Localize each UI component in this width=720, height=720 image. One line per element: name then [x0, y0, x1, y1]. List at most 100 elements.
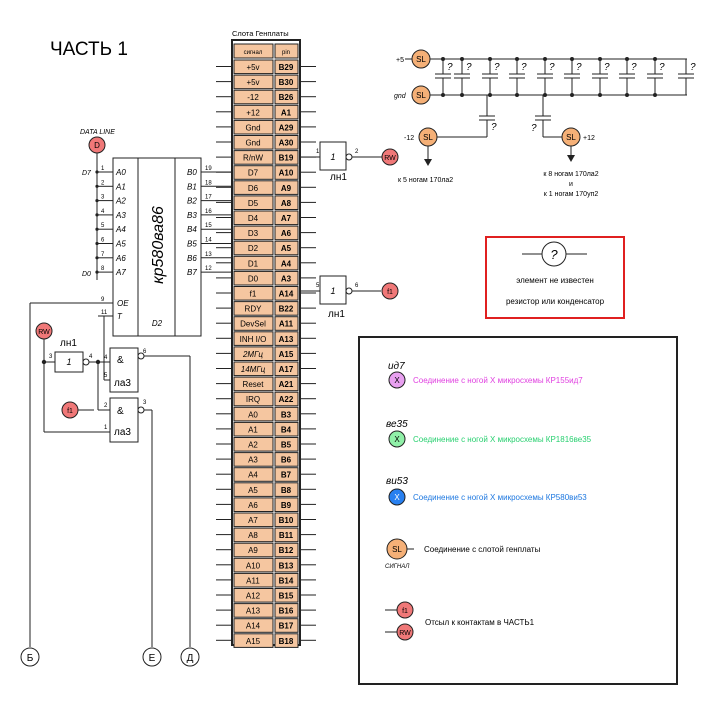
chip-left-pin-num: 4 — [101, 209, 105, 215]
slot-signal: IRQ — [246, 395, 260, 404]
slot-pin: A11 — [279, 320, 294, 329]
chip-right-pin-label: B5 — [187, 240, 197, 249]
note-minus12: к 5 ногам 170ла2 — [398, 177, 453, 184]
legend-vi53-text: Соединение с ногой X микросхемы КР580ви5… — [413, 493, 587, 502]
slot-signal: -12 — [247, 93, 259, 102]
legend-sl-text: Соединение с слотой генплаты — [424, 545, 541, 554]
slot-pin: B22 — [279, 305, 294, 314]
chip-left-pin-num: 7 — [101, 252, 105, 258]
chip-ctl-pin-num: 11 — [101, 310, 108, 316]
slot-signal: Gnd — [245, 139, 260, 148]
capacitor: ? — [509, 57, 527, 97]
slot-signal: D3 — [248, 229, 259, 238]
legend-ref-text: Отсыл к контактам в ЧАСТЬ1 — [425, 618, 535, 627]
slot-pin: B15 — [279, 592, 294, 601]
slot-row: A12 B15 — [216, 588, 316, 603]
unknown-element-icon — [541, 241, 567, 267]
legend-sl-sub: СИГНАЛ — [385, 564, 410, 570]
slot-pin: A30 — [279, 139, 294, 148]
slot-pin: B19 — [279, 154, 294, 163]
offpage-e — [142, 647, 162, 667]
chip-right-pin-num: 17 — [205, 195, 212, 201]
slot-signal: f1 — [250, 290, 257, 299]
slot-pin: A9 — [281, 184, 292, 193]
chip-right-pin-num: 18 — [205, 180, 212, 186]
slot-row: 14МГц A17 — [216, 361, 316, 377]
slot-signal: INH I/O — [240, 335, 267, 344]
data-line-d-text: D — [94, 141, 100, 150]
capacitor: ? — [678, 59, 696, 95]
f1-out-circle — [381, 282, 399, 300]
slot-signal: A12 — [246, 592, 261, 601]
sl-plus5-label: SL — [416, 55, 426, 64]
chip-right-pin-num: 15 — [205, 223, 212, 229]
note-plus12-line3: к 1 ногам 170уп2 — [544, 191, 599, 198]
slot-signal: RDY — [245, 305, 263, 314]
slot-pin: B4 — [281, 425, 292, 434]
chip-left-pin-label: A5 — [115, 240, 126, 249]
and1-pin-a: 4 — [104, 355, 108, 361]
cap-q: ? — [447, 62, 453, 73]
slot-pin: B10 — [279, 516, 294, 525]
legend-ref-rw-label: RW — [399, 630, 411, 637]
slot-pin: A8 — [281, 199, 292, 208]
capacitor: ? — [435, 57, 453, 97]
note-plus12-line2: и — [569, 181, 573, 188]
slot-col-pin: pin — [282, 50, 290, 56]
and1-pin-out: 6 — [143, 349, 147, 355]
unknown-line2: резистор или конденсатор — [506, 297, 605, 306]
chip-right-pin-num: 13 — [205, 252, 212, 258]
label-plus12: +12 — [583, 135, 595, 142]
slot-signal: A7 — [248, 516, 258, 525]
unknown-element-box: ? элемент не известен резистор или конде… — [485, 236, 625, 319]
slot-pin: B17 — [279, 622, 294, 631]
slot-signal: D4 — [248, 214, 259, 223]
chip-right-pin-num: 12 — [205, 266, 212, 272]
slot-row: Gnd A30 — [216, 135, 316, 150]
slot-signal: 14МГц — [241, 365, 266, 374]
slot-pin: B18 — [279, 637, 294, 646]
slot-pin: A17 — [279, 365, 294, 374]
legend-ref-rw-circle — [396, 623, 414, 641]
slot-pin: A3 — [281, 274, 292, 283]
logic-gates: 1 1 2 лн1 RW 1 5 6 лн1 f1 RW 3 1 лн1 4 — [29, 141, 399, 647]
slot-pin: A21 — [279, 380, 294, 389]
power-section: +5 SL gnd SL ?????????? SL -12 ? к 5 ног… — [394, 49, 696, 198]
chip-ref: D2 — [152, 319, 163, 328]
chip-left-pin-label: A1 — [115, 182, 126, 191]
legend-box: ид7 X Соединение с ногой X микросхемы КР… — [358, 336, 678, 685]
rw-out-circle — [381, 148, 399, 166]
legend-id7-text: Соединение с ногой X микросхемы КР155ид7 — [413, 376, 583, 385]
slot-row: Reset A21 — [216, 376, 316, 392]
cap-q: ? — [659, 62, 665, 73]
chip-right-pin-label: B2 — [187, 197, 197, 206]
and2-sym: & — [117, 406, 124, 417]
slot-pin: B14 — [279, 576, 294, 585]
slot-row: A7 B10 — [216, 512, 316, 528]
rw-in-label: RW — [38, 329, 50, 336]
slot-pin: A15 — [279, 350, 294, 359]
slot-signal: D2 — [248, 244, 259, 253]
chip-right-pin-label: B0 — [187, 168, 197, 177]
slot-signal: D0 — [248, 274, 259, 283]
slot-pin: A29 — [279, 123, 294, 132]
slot-signal: Reset — [243, 380, 265, 389]
chip-left-pin-num: 8 — [101, 266, 105, 272]
slot-signal: A8 — [248, 531, 258, 540]
slot-pin: B9 — [281, 501, 292, 510]
legend-sl-label: SL — [392, 545, 402, 554]
slot-pin: B3 — [281, 410, 292, 419]
legend-ref-f1-label: f1 — [402, 608, 408, 615]
